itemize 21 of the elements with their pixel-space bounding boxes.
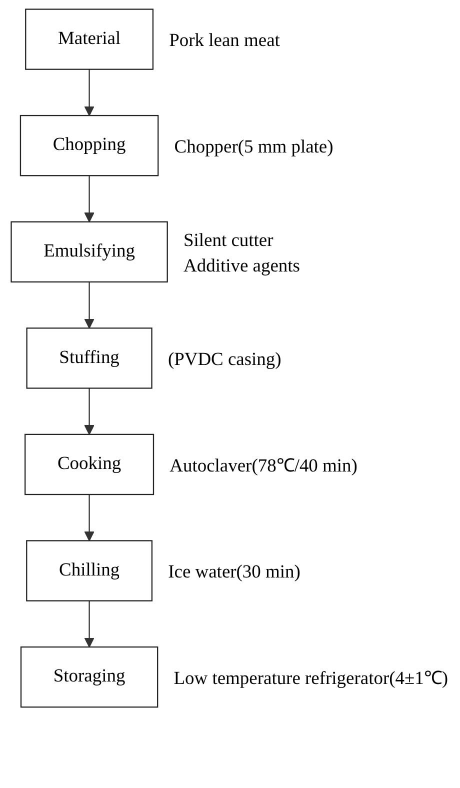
arrow [84, 600, 94, 648]
step-note: Silent cutter [184, 230, 274, 250]
arrow [84, 176, 94, 222]
step-note: (PVDC casing) [168, 349, 282, 370]
node-box: Cooking [24, 434, 154, 496]
arrow [84, 69, 94, 116]
step-note: Ice water(30 min) [168, 562, 300, 582]
arrow [84, 494, 94, 542]
node-box: Material [25, 8, 154, 70]
step-note: Additive agents [184, 256, 300, 276]
arrow [84, 282, 94, 329]
node-box: Stuffing [26, 328, 152, 389]
step-note: Low temperature refrigerator(4±1℃) [174, 668, 448, 688]
step-note: Pork lean meat [169, 30, 280, 50]
step-note: Autoclaver(78℃/40 min) [170, 455, 358, 476]
node-box: Chopping [20, 114, 159, 176]
step-note: Chopper(5 mm plate) [174, 136, 334, 156]
node-box: Storaging [20, 646, 158, 708]
node-box: Emulsifying [10, 221, 168, 282]
node-box: Chilling [26, 540, 153, 602]
arrow [84, 388, 94, 435]
